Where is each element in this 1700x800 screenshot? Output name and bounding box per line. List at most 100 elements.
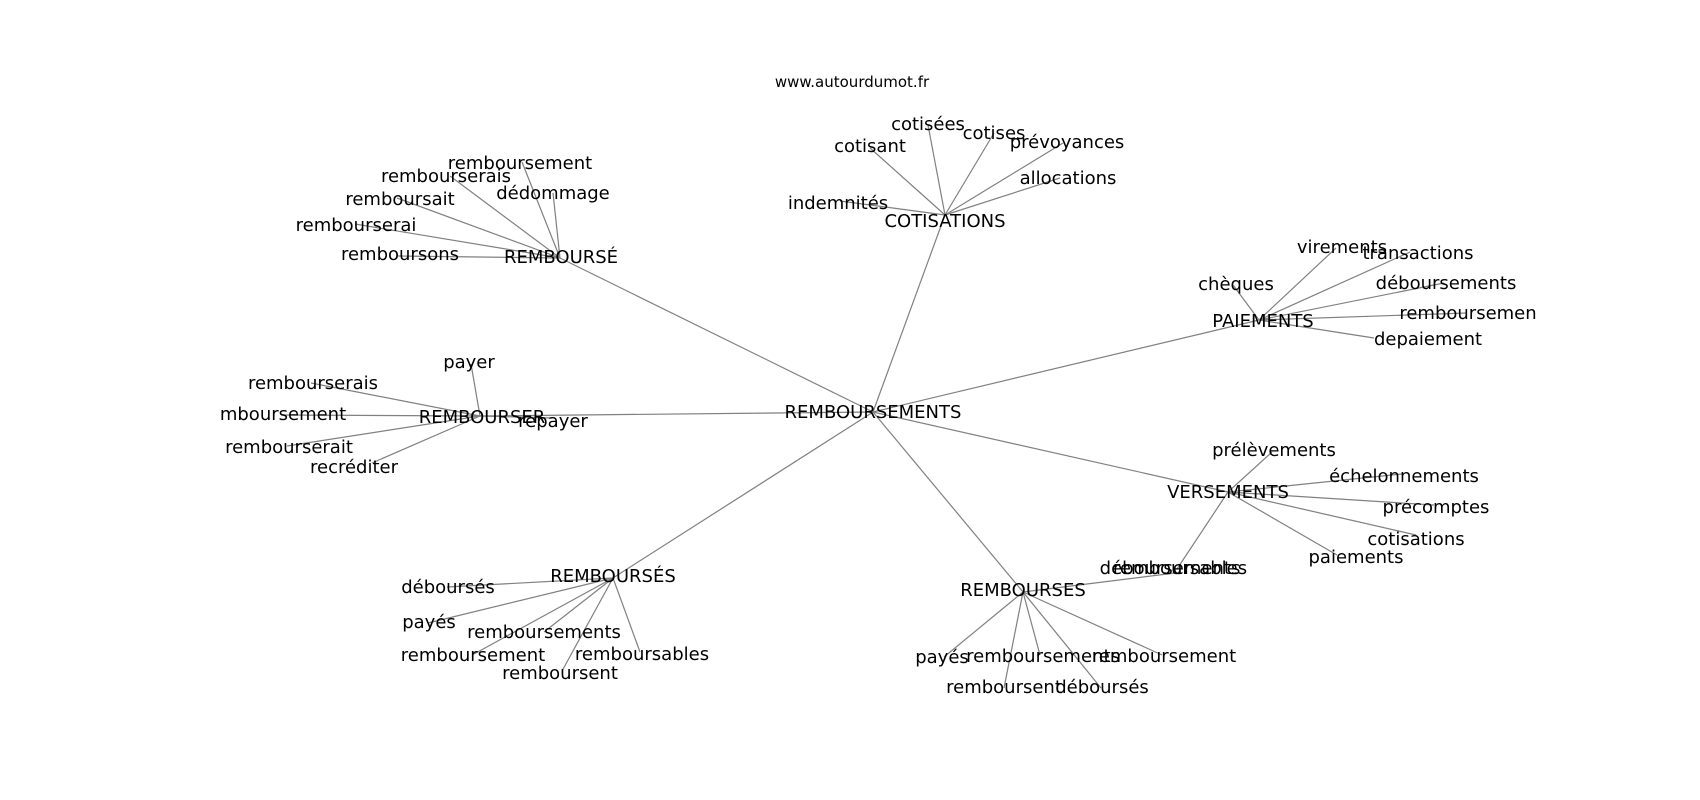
leaf-rb-rembourserai: rembourserai <box>296 215 417 236</box>
leaf-cot-cotisees: cotisées <box>891 114 965 135</box>
leaf-ra-remboursent: remboursent <box>502 663 618 684</box>
edge-rembourse-rb-dedommage <box>552 192 561 259</box>
leaf-rs-remboursement: remboursement <box>1092 646 1236 667</box>
leaf-ve-echelonnements: échelonnements <box>1329 466 1479 487</box>
edge-rembourses-rs-remboursement <box>1022 591 1163 656</box>
site-url: www.autourdumot.fr <box>775 73 930 91</box>
leaf-rb-remboursait: remboursait <box>345 189 454 210</box>
edge-rembourses-rs-remboursements <box>1022 591 1041 656</box>
leaf-pa-cheques: chèques <box>1198 274 1274 295</box>
leaf-ra-payes: payés <box>402 612 456 633</box>
leaf-cot-cotisant: cotisant <box>834 136 906 157</box>
edge-rembourser-rr-recrediter <box>371 415 481 464</box>
node-cotisations: COTISATIONS <box>884 211 1005 232</box>
edge-rembourses-rs-debourses-top <box>1022 572 1176 593</box>
leaf-ra-remboursement: remboursement <box>401 645 545 666</box>
leaf-cot-indemnites: indemnités <box>788 193 888 214</box>
node-rembourser: REMBOURSER <box>419 407 546 428</box>
leaf-rr-recrediter: recréditer <box>310 457 399 478</box>
edge-rembourser-rr-repayer <box>479 415 553 419</box>
leaf-rb-remboursons: remboursons <box>341 244 459 265</box>
edge-cotisations-cot-indemnites <box>839 200 946 216</box>
edges <box>280 124 1468 689</box>
leaf-ve-remboursables: remboursables <box>1113 558 1247 579</box>
edge-root-rembourses-acc <box>612 411 874 579</box>
edge-paiements-pa-transactions <box>1258 251 1411 321</box>
edge-root-paiements <box>872 319 1260 413</box>
leaf-rr-payer: payer <box>443 352 495 373</box>
edge-rembourse-rb-rembourserai <box>354 223 561 259</box>
edge-rembourses-rs-payes <box>943 591 1024 658</box>
edge-root-rembourse <box>559 257 874 413</box>
node-rembourse: REMBOURSÉ <box>504 246 618 268</box>
node-rembourses: REMBOURSES <box>960 580 1086 601</box>
edge-root-rembourser <box>479 411 874 417</box>
edge-cotisations-cot-prevoyances <box>944 142 1064 216</box>
edge-rembourses-acc-ra-debourses <box>446 577 614 588</box>
leaf-rr-repayer: repayer <box>518 411 588 432</box>
edge-root-rembourses <box>872 411 1024 593</box>
edge-rembourses-acc-ra-remboursent <box>561 577 614 672</box>
edge-rembourses-acc-ra-remboursables <box>612 577 641 653</box>
edge-root-versements <box>872 411 1229 493</box>
edge-paiements-pa-virements <box>1258 247 1337 321</box>
node-paiements: PAIEMENTS <box>1212 311 1314 332</box>
edge-paiements-pa-cheques <box>1232 284 1260 321</box>
labels: REMBOURSEMENTS COTISATIONS cotiséescotisan… <box>220 114 1537 698</box>
leaf-rb-remboursement: remboursement <box>448 153 592 174</box>
edge-rembourses-acc-ra-remboursements <box>543 577 614 633</box>
edge-cotisations-cot-cotises <box>944 132 995 216</box>
edge-rembourser-rr-rembourserait <box>286 415 481 447</box>
edge-rembourses-rs-debourses <box>1022 591 1102 689</box>
leaf-cot-allocations: allocations <box>1020 168 1117 189</box>
leaf-rs-remboursent: remboursent <box>946 677 1062 698</box>
edge-versements-ve-paiements <box>1227 491 1338 556</box>
edge-rembourse-rb-remboursons <box>397 255 561 259</box>
edge-rembourser-rr-mboursement <box>280 414 481 417</box>
leaf-ra-remboursements: remboursements <box>467 622 621 643</box>
leaf-cot-prevoyances: prévoyances <box>1010 132 1125 153</box>
edge-paiements-pa-remboursemen <box>1258 312 1468 321</box>
leaf-ve-precomptes: précomptes <box>1383 497 1490 518</box>
edge-rembourses-acc-ra-payes <box>427 577 614 624</box>
edge-cotisations-cot-cotisees <box>927 124 946 216</box>
leaf-rr-rembourserais: rembourserais <box>248 373 378 394</box>
leaf-pa-virements: virements <box>1297 237 1387 258</box>
leaf-rs-payes: payés <box>915 647 969 668</box>
edge-cotisations-cot-allocations <box>944 177 1061 216</box>
leaf-ve-prelevements: prélèvements <box>1212 440 1336 461</box>
leaf-pa-remboursemen: remboursemen <box>1399 303 1536 324</box>
edge-versements-ve-cotisations <box>1227 491 1417 536</box>
leaf-ve-paiements: paiements <box>1309 547 1404 568</box>
leaf-rr-rembourserait: rembourserait <box>225 437 353 458</box>
edge-cotisations-cot-cotisant <box>869 147 946 216</box>
leaf-ra-remboursables: remboursables <box>575 644 709 665</box>
edge-rembourser-rr-payer <box>470 363 481 417</box>
edge-versements-ve-precomptes <box>1227 491 1435 506</box>
node-versements: VERSEMENTS <box>1167 482 1289 503</box>
leaf-rs-debourses-top: déboursements <box>1100 558 1241 579</box>
edge-versements-ve-remboursables <box>1176 491 1229 570</box>
leaf-cot-cotises: cotises <box>963 123 1026 144</box>
node-rembourses-acc: REMBOURSÉS <box>550 565 676 587</box>
edge-paiements-pa-depaiement <box>1258 319 1375 339</box>
edge-paiements-pa-debourses <box>1258 282 1445 321</box>
leaf-rb-dedommage: dédommage <box>496 183 610 204</box>
edge-rembourse-rb-remboursement <box>521 161 561 259</box>
edge-rembourse-rb-remboursait <box>396 197 561 259</box>
edge-versements-ve-echelonnements <box>1227 473 1403 493</box>
node-remboursements: REMBOURSEMENTS <box>785 402 962 423</box>
edge-rembourses-rs-remboursent <box>1003 591 1024 689</box>
leaf-rs-remboursements: remboursements <box>966 646 1120 667</box>
edge-rembourser-rr-rembourserais <box>310 382 481 417</box>
leaf-rs-debourses: déboursés <box>1055 677 1149 698</box>
edge-rembourses-acc-ra-remboursement <box>473 577 614 655</box>
leaf-rb-rembourserais: rembourserais <box>381 166 511 187</box>
leaf-pa-transactions: transactions <box>1362 243 1473 264</box>
edge-rembourse-rb-rembourserais <box>449 175 561 259</box>
edge-root-cotisations <box>872 214 946 413</box>
leaf-ra-debourses: déboursés <box>401 577 495 598</box>
leaf-rr-mboursement: mboursement <box>220 404 346 425</box>
leaf-pa-debourses: déboursements <box>1376 273 1517 294</box>
